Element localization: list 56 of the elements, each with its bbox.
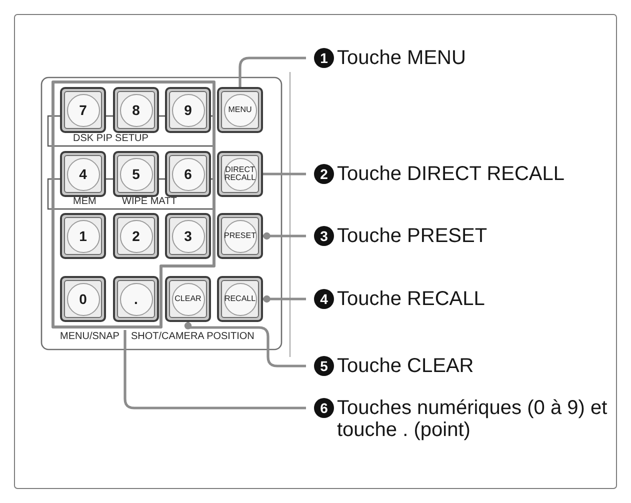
keypad-key	[217, 87, 263, 133]
key-label: CLEAR	[174, 294, 202, 304]
callout-number: 5	[314, 356, 334, 376]
keypad-key	[165, 213, 211, 259]
key-label: 3	[184, 228, 192, 244]
key-function-label: DSK PIP SETUP	[73, 134, 148, 144]
keypad-key	[60, 87, 106, 133]
keypad-key	[165, 87, 211, 133]
key-label: 8	[132, 102, 140, 118]
leader-line	[263, 232, 306, 240]
keypad-key	[60, 213, 106, 259]
keypad-key	[60, 276, 106, 322]
keypad-key	[113, 276, 159, 322]
callout-text: Touche CLEAR	[337, 355, 474, 377]
leader-line	[184, 322, 306, 368]
key-label: 1	[79, 228, 87, 244]
callout-text: Touche RECALL	[337, 288, 485, 310]
key-label: PRESET	[224, 232, 256, 240]
leader-line	[124, 330, 306, 410]
leader-line	[263, 295, 306, 303]
key-label: 5	[132, 166, 140, 182]
callout-number: 4	[314, 289, 334, 309]
keypad-key	[217, 276, 263, 322]
callout-text: Touche MENU	[337, 47, 466, 69]
key-label: 7	[79, 102, 87, 118]
key-function-label: MEM	[73, 197, 96, 207]
key-label: RECALL	[224, 294, 256, 304]
callout-number: 2	[314, 164, 334, 184]
keypad-key	[165, 151, 211, 197]
key-label: MENU	[228, 106, 252, 114]
key-function-label: MENU/SNAP	[60, 332, 120, 342]
keypad-key	[165, 276, 211, 322]
callout-number: 1	[314, 48, 334, 68]
keypad-key	[113, 213, 159, 259]
key-label: 6	[184, 166, 192, 182]
keypad-key	[113, 151, 159, 197]
key-label: .	[134, 292, 138, 306]
callout-text: Touches numériques (0 à 9) et touche . (point)	[337, 397, 608, 441]
keypad-key	[217, 213, 263, 259]
key-label: 2	[132, 228, 140, 244]
key-group-outline	[46, 80, 217, 330]
key-function-label: WIPE MATT	[122, 197, 177, 207]
callout-text: Touche PRESET	[337, 225, 488, 247]
key-label: DIRECT RECALL	[223, 166, 257, 182]
key-label: 0	[79, 292, 87, 306]
keypad-key	[60, 151, 106, 197]
callout-number: 3	[314, 226, 334, 246]
leader-line	[263, 172, 306, 176]
key-function-label: SHOT/CAMERA POSITION	[131, 332, 254, 342]
key-label: 4	[79, 166, 87, 182]
keypad-key	[217, 151, 263, 197]
key-label: 9	[184, 102, 192, 118]
leader-line	[238, 56, 306, 87]
callout-text: Touche DIRECT RECALL	[337, 163, 564, 185]
keypad-key	[113, 87, 159, 133]
callout-number: 6	[314, 398, 334, 418]
